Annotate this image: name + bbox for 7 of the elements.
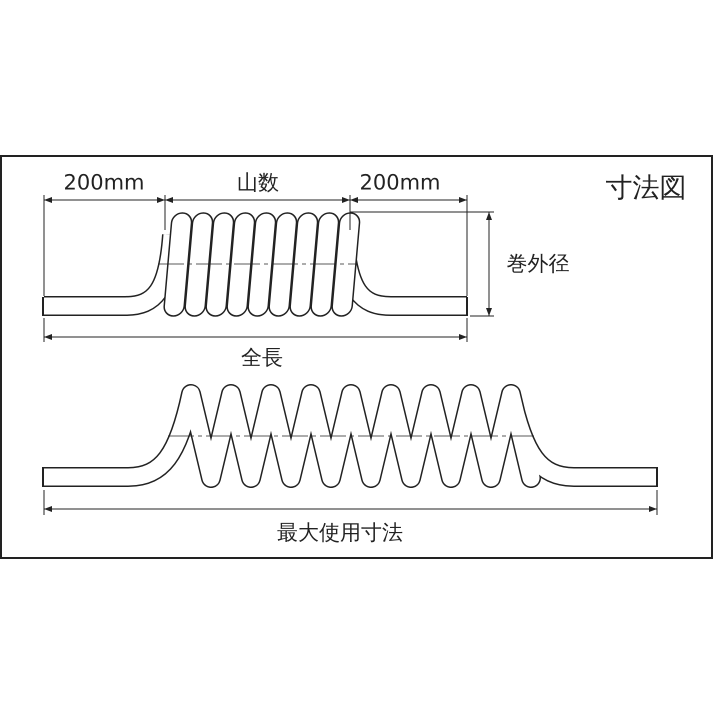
dimension-label: 巻外径 (506, 254, 570, 274)
dimension-label: 山数 (237, 172, 279, 194)
diagram-title: 寸法図 (606, 174, 686, 202)
dimension-label: 全長 (241, 348, 283, 368)
dimension-label: 200mm (360, 172, 440, 194)
dimension-label: 最大使用寸法 (277, 522, 403, 544)
dimension-label: 200mm (64, 172, 144, 194)
